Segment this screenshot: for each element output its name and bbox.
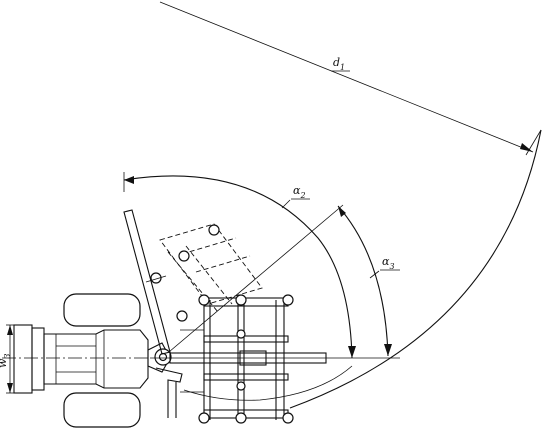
tractor-front-weight [13, 324, 33, 394]
alpha3-reference-line [162, 204, 344, 358]
alpha2-dimension: α2 [123, 172, 356, 359]
tractor-rear-wheel-bottom [63, 392, 141, 428]
alpha3-label: α3 [382, 255, 395, 271]
inner-turning-arc [183, 365, 353, 401]
hitch-pivot [147, 342, 183, 418]
tractor-hood [43, 329, 149, 389]
d1-dimension: d1 [159, 1, 542, 156]
d1-label: d1 [333, 56, 345, 72]
tractor: w3 [0, 293, 149, 428]
outer-turning-arc [289, 129, 542, 409]
drawbar-straight [150, 350, 330, 366]
drawbar-rotated [123, 209, 171, 355]
alpha2-label: α2 [293, 184, 306, 200]
tractor-rear-wheel-top [63, 293, 141, 327]
w3-label: w3 [0, 353, 12, 368]
implement-straight [180, 294, 294, 424]
alpha3-dimension: α3 [337, 205, 400, 357]
